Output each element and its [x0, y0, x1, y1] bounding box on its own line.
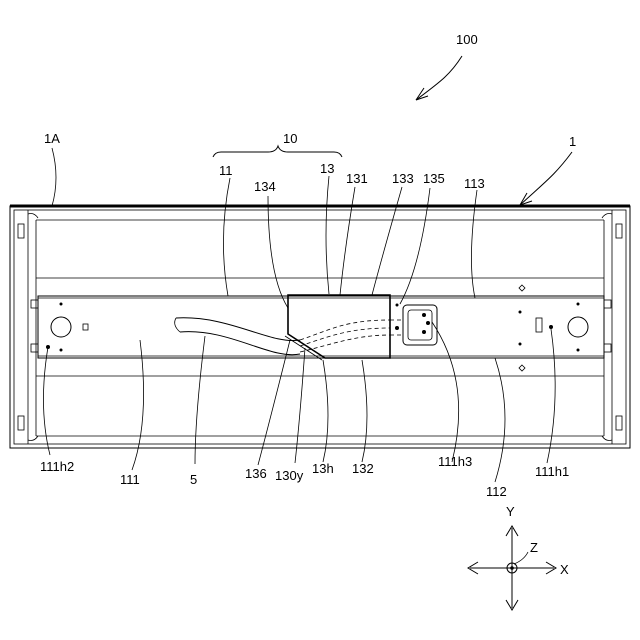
arrow-1: [520, 152, 572, 205]
label-131: 131: [346, 171, 368, 186]
label-134: 134: [254, 179, 276, 194]
axis-label-z: Z: [530, 540, 538, 555]
connector: [395, 304, 437, 346]
label-11: 11: [219, 163, 233, 178]
label-135: 135: [423, 171, 445, 186]
label-133: 133: [392, 171, 414, 186]
mounting-plate: [31, 285, 611, 371]
brace-10: [213, 146, 342, 157]
label-111h1: 111h1: [535, 464, 569, 479]
axis-label-x: X: [560, 562, 569, 577]
label-100: 100: [456, 32, 478, 47]
label-112: 112: [486, 484, 507, 499]
label-113: 113: [464, 176, 485, 191]
label-5: 5: [190, 472, 197, 487]
label-111h2: 111h2: [40, 459, 74, 474]
axis-label-y: Y: [506, 504, 515, 519]
label-136: 136: [245, 466, 267, 481]
luminaire-frame: [10, 206, 630, 448]
label-1: 1: [569, 134, 576, 149]
terminal-block: [285, 295, 390, 360]
label-13: 13: [320, 161, 334, 176]
cable: [175, 318, 404, 355]
label-1A: 1A: [44, 131, 60, 146]
label-130y: 130y: [275, 468, 304, 483]
hole-111h1: [549, 325, 553, 329]
label-111: 111: [120, 472, 140, 487]
label-132: 132: [352, 461, 374, 476]
leader-lines: [43, 148, 555, 482]
label-111h3: 111h3: [438, 454, 472, 469]
label-13h: 13h: [312, 461, 334, 476]
label-10: 10: [283, 131, 297, 146]
axes-indicator: [468, 526, 556, 610]
arrow-100: [416, 56, 462, 100]
